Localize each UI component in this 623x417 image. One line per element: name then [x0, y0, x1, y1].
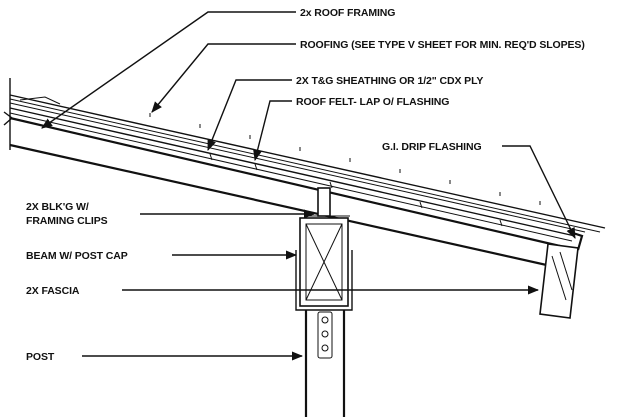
label-sheathing: 2X T&G SHEATHING OR 1/2" CDX PLY — [296, 75, 483, 87]
shingle-marks — [149, 113, 541, 205]
sheathing-bottom — [9, 112, 573, 242]
roofing-top — [9, 94, 606, 229]
leader-drip-flashing — [502, 145, 576, 240]
leader-sheathing — [207, 79, 292, 152]
blocking — [317, 187, 331, 217]
label-beam: BEAM W/ POST CAP — [26, 250, 128, 262]
post-cap — [295, 250, 353, 311]
roof-felt-line — [9, 102, 586, 233]
bolt-2 — [321, 330, 329, 338]
roof-assembly — [3, 78, 606, 270]
rafter-bottom-edge — [9, 143, 561, 270]
leader-roof-framing — [41, 11, 296, 129]
post-assembly — [304, 310, 346, 417]
fascia-grain — [551, 255, 567, 301]
label-post: POST — [26, 351, 55, 363]
left-detail — [19, 96, 61, 105]
break-line — [3, 111, 14, 126]
bolt-1 — [321, 316, 329, 324]
leader-roof-felt — [253, 100, 292, 162]
label-drip-flashing: G.I. DRIP FLASHING — [382, 141, 482, 153]
bolt-3 — [321, 344, 329, 352]
label-blocking-line2: FRAMING CLIPS — [26, 215, 108, 227]
beam-cross — [305, 223, 343, 301]
label-roofing: ROOFING (SEE TYPE V SHEET FOR MIN. REQ'D… — [300, 39, 585, 51]
label-blocking-line1: 2X BLK'G W/ — [26, 201, 89, 213]
sheathing-top — [9, 107, 576, 237]
sheathing-joints — [209, 153, 503, 227]
labels: 2x ROOF FRAMING ROOFING (SEE TYPE V SHEE… — [26, 7, 585, 363]
fascia-board — [539, 243, 579, 319]
fascia-assembly — [539, 230, 584, 319]
rafter-top-edge — [9, 116, 561, 248]
leader-roofing — [151, 43, 296, 113]
label-fascia: 2X FASCIA — [26, 285, 80, 297]
leader-lines — [41, 11, 576, 361]
fascia-grain-2 — [559, 251, 573, 291]
label-roof-framing: 2x ROOF FRAMING — [300, 7, 395, 19]
roofing-under — [9, 98, 601, 233]
beam-assembly — [295, 217, 353, 311]
beam-inner — [305, 223, 343, 301]
post-cap-plate — [317, 311, 333, 359]
label-roof-felt: ROOF FELT- LAP O/ FLASHING — [296, 96, 449, 108]
